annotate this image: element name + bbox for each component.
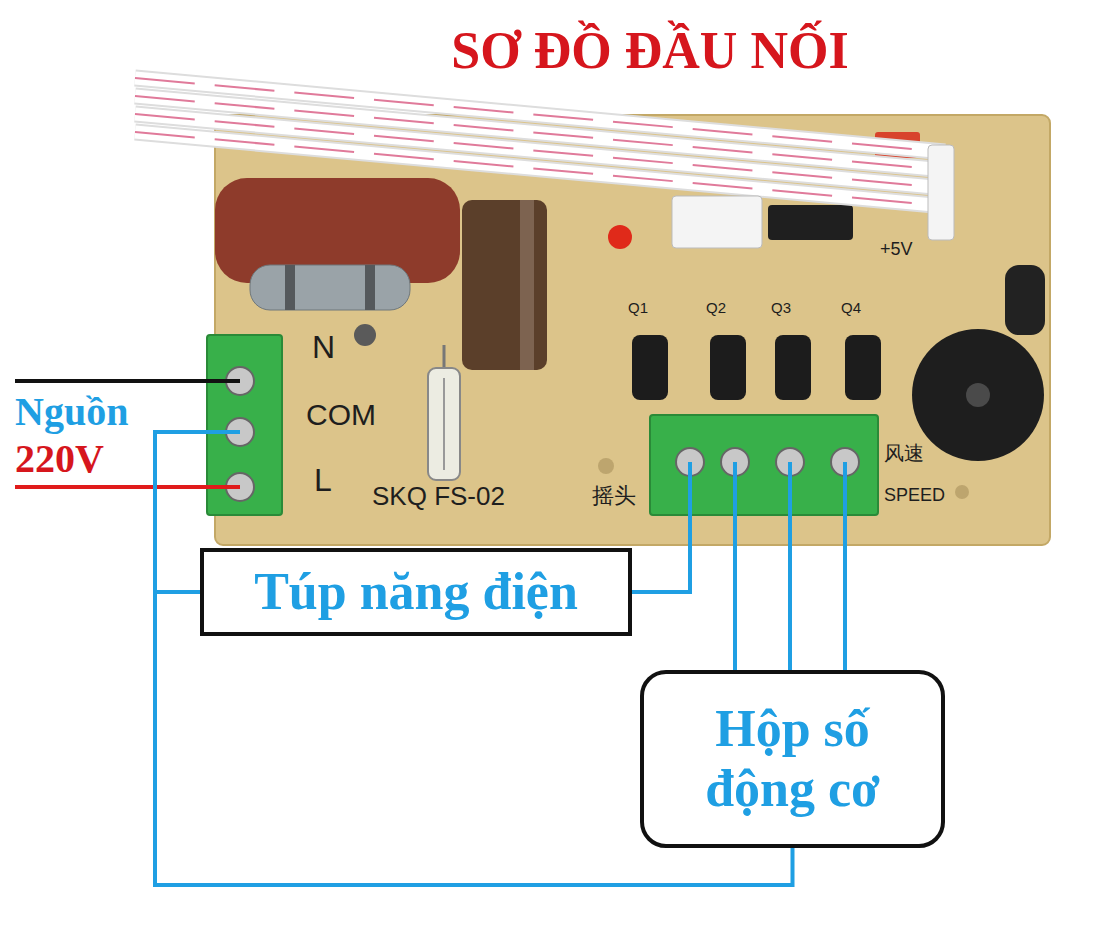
transistor-symbol: [710, 335, 746, 400]
ribbon-cable: [135, 78, 954, 248]
ribbon-connector: [928, 145, 954, 240]
terminal-name: 摇头: [592, 484, 636, 508]
speed-wire: [788, 462, 792, 670]
transistor-symbol: [632, 335, 668, 400]
live-wire: [15, 485, 240, 489]
component-box: Túp năng điện: [200, 548, 632, 636]
terminal-name: L: [314, 463, 332, 498]
speed-wire: [843, 462, 847, 670]
terminal-name: COM: [306, 398, 376, 431]
ribbon-wire: [135, 132, 945, 206]
diagram-title: SƠ ĐỒ ĐẦU NỐI: [445, 22, 854, 79]
small-capacitor: [1005, 265, 1045, 335]
ribbon-wire: [135, 132, 945, 206]
ribbon-stripe: [135, 132, 945, 206]
neutral-wire: [15, 379, 240, 383]
transistor-symbol: [775, 335, 811, 400]
ribbon-connector: [672, 196, 762, 248]
led-symbol: [608, 225, 632, 249]
voltage-label: 220V: [15, 437, 104, 481]
fuse-lead: [443, 345, 446, 370]
capacitor-stripe: [520, 200, 534, 370]
component-ref: Q1: [628, 300, 648, 317]
component-ref: Q2: [706, 300, 726, 317]
swing-wire: [632, 462, 690, 592]
resistor-band: [285, 265, 295, 310]
board-model: SKQ FS-02: [372, 482, 505, 511]
fuse-wire: [443, 378, 445, 470]
box-label: Túp năng điện: [254, 562, 578, 622]
mounting-hole: [354, 324, 376, 346]
terminal-name: 风速: [884, 442, 924, 464]
component-ref: Q3: [771, 300, 791, 317]
pin-name: +5V: [880, 240, 913, 260]
mounting-hole: [598, 458, 614, 474]
resistor-band: [365, 265, 375, 310]
transistor-symbol: [845, 335, 881, 400]
power-label: Nguồn: [15, 390, 128, 434]
terminal-name: SPEED: [884, 486, 945, 506]
resistor-symbol: [250, 265, 410, 310]
component-box: Hộp số động cơ: [640, 670, 945, 848]
component-ref: Q4: [841, 300, 861, 317]
speed-wire: [733, 462, 737, 670]
buzzer-hole: [966, 383, 990, 407]
fuse-symbol: [428, 368, 460, 480]
box-label: Hộp số động cơ: [673, 699, 913, 819]
mounting-hole: [955, 485, 969, 499]
electrolytic-capacitor: [462, 200, 547, 370]
buzzer-symbol: [912, 329, 1044, 461]
terminal-name: N: [312, 330, 335, 365]
chip-symbol: [768, 205, 853, 240]
